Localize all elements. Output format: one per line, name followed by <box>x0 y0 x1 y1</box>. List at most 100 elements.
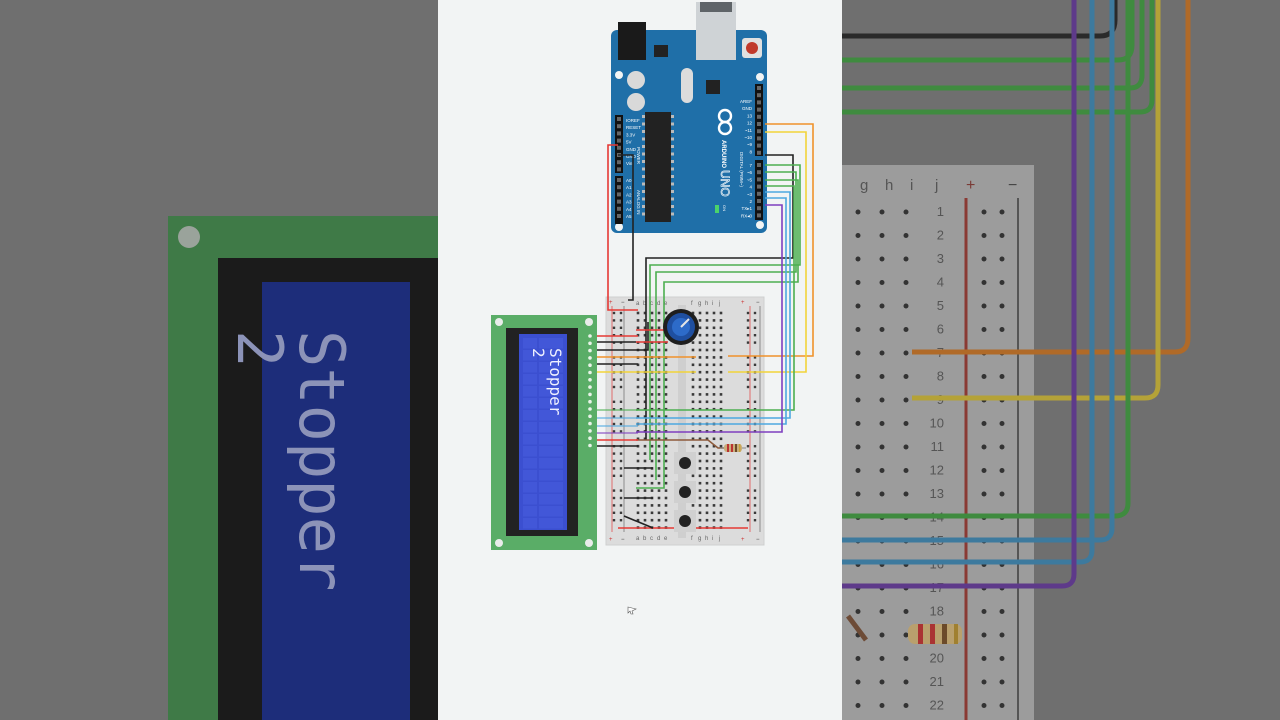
blurred-hole <box>855 703 861 708</box>
svg-text:g: g <box>698 301 701 307</box>
lcd-16x2[interactable]: Stopper 2 <box>491 315 597 550</box>
svg-text:−: − <box>756 537 760 543</box>
blurred-hole <box>903 703 909 708</box>
blurred-hole <box>879 491 885 497</box>
svg-text:−: − <box>756 300 760 306</box>
svg-text:h: h <box>705 301 708 307</box>
lcd-pin[interactable] <box>588 436 592 441</box>
blurred-hole <box>903 632 909 638</box>
blurred-row-number: 6 <box>937 322 944 337</box>
pin-label: ~11 <box>745 128 753 133</box>
pin-label: GND <box>626 154 637 159</box>
blurred-hole <box>879 468 885 473</box>
pin-label: ~3 <box>747 192 753 197</box>
wire-d11[interactable] <box>728 131 807 373</box>
lcd-pin[interactable] <box>588 363 592 368</box>
wire-d8[interactable] <box>645 154 794 440</box>
blurred-hole <box>981 256 987 262</box>
push-button-1[interactable] <box>674 452 696 474</box>
pin-label: ~10 <box>744 135 752 140</box>
lcd-pin[interactable] <box>588 392 592 397</box>
blurred-hole <box>903 256 909 262</box>
blurred-hole <box>981 468 987 473</box>
pin-label: TX▸1 <box>741 206 752 211</box>
svg-text:c: c <box>650 301 653 307</box>
svg-text:−: − <box>621 537 625 543</box>
lcd-pin[interactable] <box>588 370 592 375</box>
blurred-row-number: 4 <box>937 275 944 290</box>
blurred-row-number: 20 <box>930 651 944 666</box>
blurred-lcd-line1: Stopper <box>285 330 358 591</box>
svg-text:d: d <box>657 536 660 542</box>
lcd-pin[interactable] <box>588 399 592 404</box>
push-button-2[interactable] <box>674 481 696 503</box>
blurred-hole <box>999 256 1005 262</box>
arduino-brand: ARDUINO <box>720 140 726 168</box>
blurred-hole <box>879 421 885 426</box>
wire-d4[interactable] <box>636 185 795 411</box>
wire-purple[interactable] <box>636 204 783 433</box>
blurred-row-number: 13 <box>930 486 944 501</box>
pin-label: GND <box>742 106 753 111</box>
pin-label: 2 <box>749 199 752 204</box>
blurred-hole <box>999 303 1005 309</box>
svg-text:g: g <box>860 177 868 194</box>
blurred-hole <box>879 679 885 685</box>
lcd-pin[interactable] <box>588 356 592 360</box>
blurred-hole <box>903 280 909 285</box>
potentiometer[interactable] <box>663 309 699 345</box>
lcd-pin[interactable] <box>588 334 592 338</box>
wire-d3[interactable] <box>636 191 791 419</box>
blurred-hole <box>855 679 861 685</box>
blurred-hole <box>879 703 885 708</box>
lcd-pin[interactable] <box>588 341 592 346</box>
pin-label: 8 <box>749 149 752 154</box>
svg-text:+: + <box>741 300 745 306</box>
blurred-hole <box>999 656 1005 661</box>
lcd-pin[interactable] <box>588 385 592 389</box>
pin-label: A2 <box>626 192 632 197</box>
blurred-row-number: 22 <box>930 698 944 713</box>
blurred-hole <box>903 327 909 332</box>
blurred-hole <box>879 256 885 262</box>
blurred-row-number: 5 <box>937 298 944 313</box>
blurred-row-number: 3 <box>937 251 944 266</box>
blurred-hole <box>855 491 861 497</box>
pin-label: 12 <box>747 121 753 126</box>
pin-label: 3.3V <box>626 132 635 137</box>
blurred-hole <box>903 609 909 614</box>
blurred-hole <box>855 374 861 379</box>
blurred-hole <box>999 444 1005 450</box>
wire-d5[interactable] <box>636 179 799 489</box>
svg-text:b: b <box>643 301 647 307</box>
lcd-pin[interactable] <box>588 414 592 419</box>
blurred-hole <box>879 632 885 638</box>
lcd-pin[interactable] <box>588 348 592 353</box>
wire-d12[interactable] <box>728 123 814 357</box>
wire-d2[interactable] <box>636 197 787 425</box>
blurred-hole <box>855 303 861 309</box>
blurred-hole <box>903 421 909 426</box>
push-button-3[interactable] <box>674 510 696 532</box>
digital-label: DIGITAL (PWM~) <box>739 152 744 187</box>
blurred-hole <box>999 609 1005 614</box>
lcd-pin[interactable] <box>588 378 592 382</box>
blurred-row-number: 8 <box>937 369 944 384</box>
blurred-hole <box>903 233 909 238</box>
svg-text:+: + <box>966 177 975 194</box>
wire-5v[interactable] <box>607 144 638 311</box>
svg-text:h: h <box>705 536 708 542</box>
lcd-pin[interactable] <box>588 429 592 433</box>
lcd-pin[interactable] <box>588 443 592 448</box>
lcd-pin[interactable] <box>588 407 592 411</box>
blurred-hole <box>981 374 987 379</box>
blurred-hole <box>855 656 861 661</box>
lcd-pin[interactable] <box>588 421 592 426</box>
wire-gnd[interactable] <box>618 154 634 301</box>
on-led-label: ON <box>722 205 727 211</box>
